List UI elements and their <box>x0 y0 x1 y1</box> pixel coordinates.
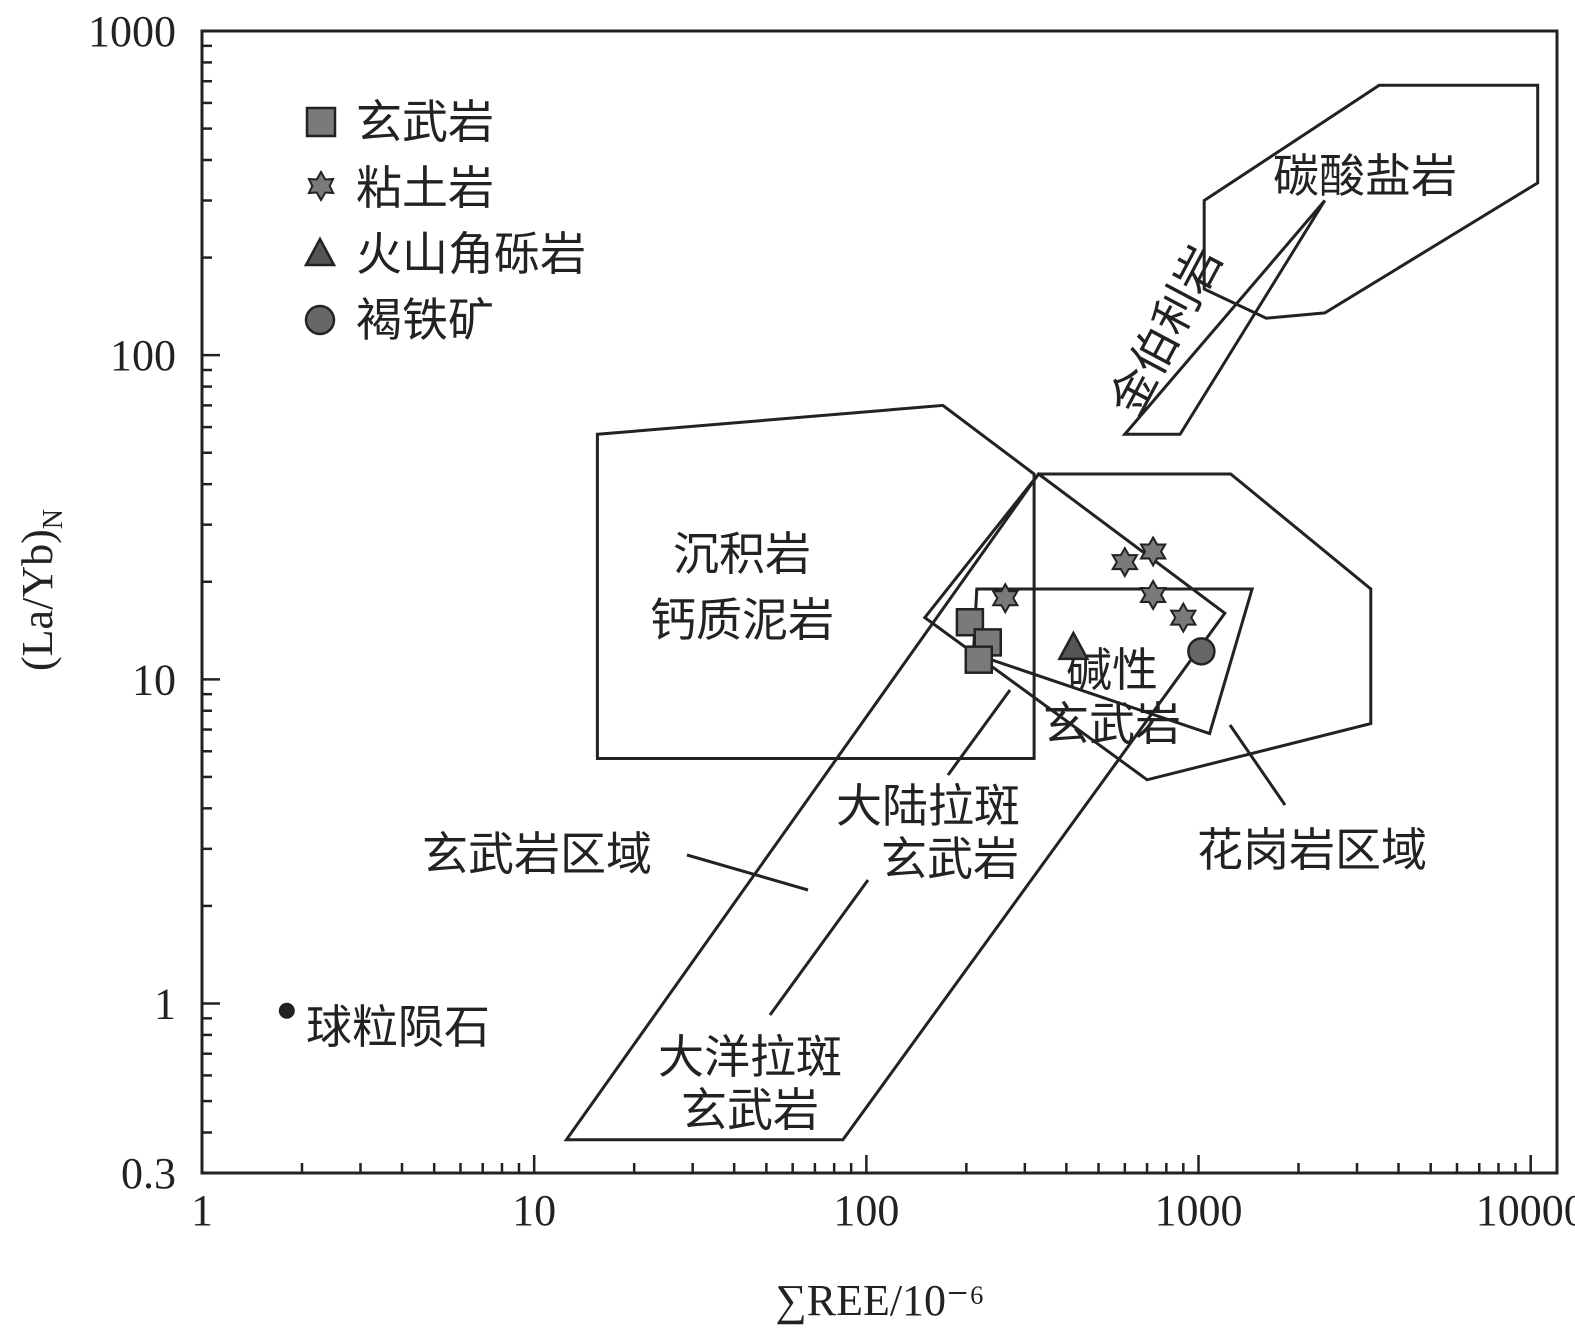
point-claystone <box>991 582 1020 615</box>
y-tick-label: 1000 <box>88 7 176 56</box>
point-claystone <box>1139 578 1167 612</box>
region-label-alkaline-2: 玄武岩 <box>1043 697 1181 751</box>
y-axis-title: (La/Yb)N <box>13 509 69 671</box>
leader-basalt-field <box>686 853 809 892</box>
annotation-oceanic-tholeiite-1: 大洋拉斑 <box>658 1030 842 1084</box>
point-claystone <box>1139 535 1167 568</box>
legend: 玄武岩 粘土岩 火山角砾岩 褐铁矿 <box>303 95 586 347</box>
region-kimberlite <box>1121 199 1327 436</box>
legend-label-claystone: 粘土岩 <box>356 161 494 215</box>
point-basalt <box>964 645 994 674</box>
x-tick-label: 10000 <box>1476 1186 1575 1235</box>
legend-label-volcanic-breccia: 火山角砾岩 <box>356 227 586 281</box>
point-limonite <box>1187 637 1216 666</box>
region-carbonate <box>1202 83 1540 320</box>
axis-tick-labels: 1 10 100 1000 10000 0.3 1 10 100 1000 <box>88 7 1575 1235</box>
point-claystone <box>1110 546 1139 579</box>
chondrite-label: 球粒陨石 <box>306 1000 490 1054</box>
legend-square-marker <box>305 106 337 138</box>
y-axis-title-subscript: N <box>38 509 69 529</box>
annotation-continental-tholeiite-2: 玄武岩 <box>881 832 1019 886</box>
chondrite-point <box>278 1002 295 1019</box>
leader-continental-tholeiite <box>946 689 1012 776</box>
point-volcanic-breccia <box>1057 630 1090 661</box>
legend-label-limonite: 褐铁矿 <box>356 293 494 347</box>
annotation-oceanic-tholeiite-2: 玄武岩 <box>681 1083 819 1137</box>
leader-lines <box>686 689 1287 1016</box>
y-tick-label: 1 <box>154 980 176 1029</box>
y-tick-label: 100 <box>110 331 176 380</box>
axis-ticks <box>200 29 1532 1175</box>
region-label-sedimentary-2: 钙质泥岩 <box>650 593 834 647</box>
annotation-granite-field: 花岗岩区域 <box>1197 823 1427 877</box>
y-tick-label: 0.3 <box>121 1149 176 1198</box>
leader-oceanic-tholeiite <box>768 879 870 1016</box>
x-tick-label: 10 <box>512 1186 556 1235</box>
legend-circle-marker <box>304 304 336 336</box>
annotation-continental-tholeiite-1: 大陆拉斑 <box>836 779 1020 833</box>
region-label-carbonate: 碳酸盐岩 <box>1273 149 1457 203</box>
x-tick-label: 1 <box>191 1186 213 1235</box>
region-basalt <box>563 471 1227 1142</box>
legend-star-marker <box>307 169 335 203</box>
legend-triangle-marker <box>303 236 337 267</box>
data-points <box>955 535 1216 674</box>
x-tick-label: 1000 <box>1155 1186 1243 1235</box>
leader-granite-field <box>1228 724 1287 806</box>
y-axis-title-group: (La/Yb)N <box>13 509 69 671</box>
region-sedimentary <box>595 403 1036 760</box>
region-label-sedimentary-1: 沉积岩 <box>673 527 811 581</box>
plot-frame <box>200 29 1559 1175</box>
x-axis-title: ∑REE/10⁻⁶ <box>775 1276 984 1325</box>
region-granite <box>922 472 1373 782</box>
x-tick-label: 100 <box>833 1186 899 1235</box>
y-tick-label: 10 <box>132 655 176 704</box>
legend-label-basalt: 玄武岩 <box>356 95 494 149</box>
region-labels: 沉积岩 钙质泥岩 碳酸盐岩 金伯利岩 碱性 玄武岩 玄武岩区域 大陆拉斑 玄武岩… <box>422 149 1457 1137</box>
annotation-basalt-field: 玄武岩区域 <box>422 827 652 881</box>
point-claystone <box>1169 601 1198 634</box>
